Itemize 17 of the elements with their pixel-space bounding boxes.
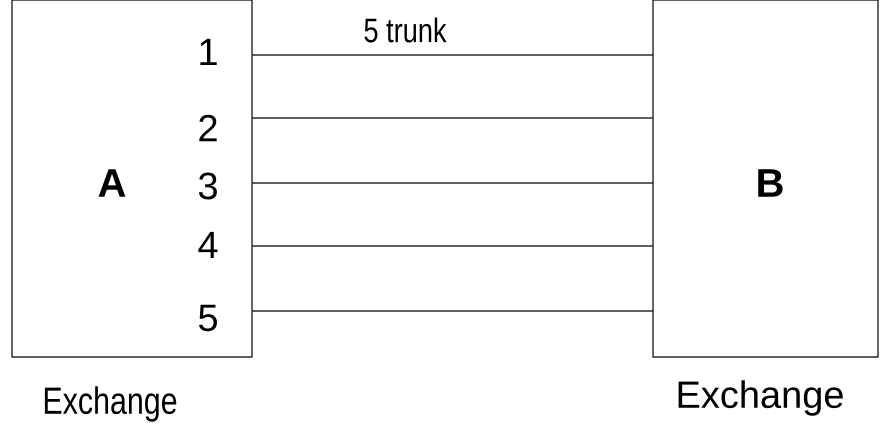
exchange-name: B: [758, 169, 783, 197]
trunk-number: 3: [198, 172, 217, 200]
trunk-line: [252, 54, 652, 56]
exchange-caption: Exchange: [678, 380, 843, 416]
exchange-caption: Exchange: [44, 386, 176, 422]
exchange-name: A: [98, 169, 126, 197]
trunk-line: [252, 117, 652, 119]
trunk-label: 5 trunk: [364, 18, 447, 42]
trunk-line: [252, 310, 652, 312]
exchange-box: [11, 0, 253, 358]
trunk-number: 5: [198, 304, 217, 332]
exchange-box: [652, 0, 879, 358]
trunk-line: [252, 182, 652, 184]
trunk-number: 2: [199, 114, 217, 142]
trunk-number: 4: [198, 232, 218, 258]
trunk-line: [252, 245, 652, 247]
trunk-number: 1: [200, 38, 217, 66]
